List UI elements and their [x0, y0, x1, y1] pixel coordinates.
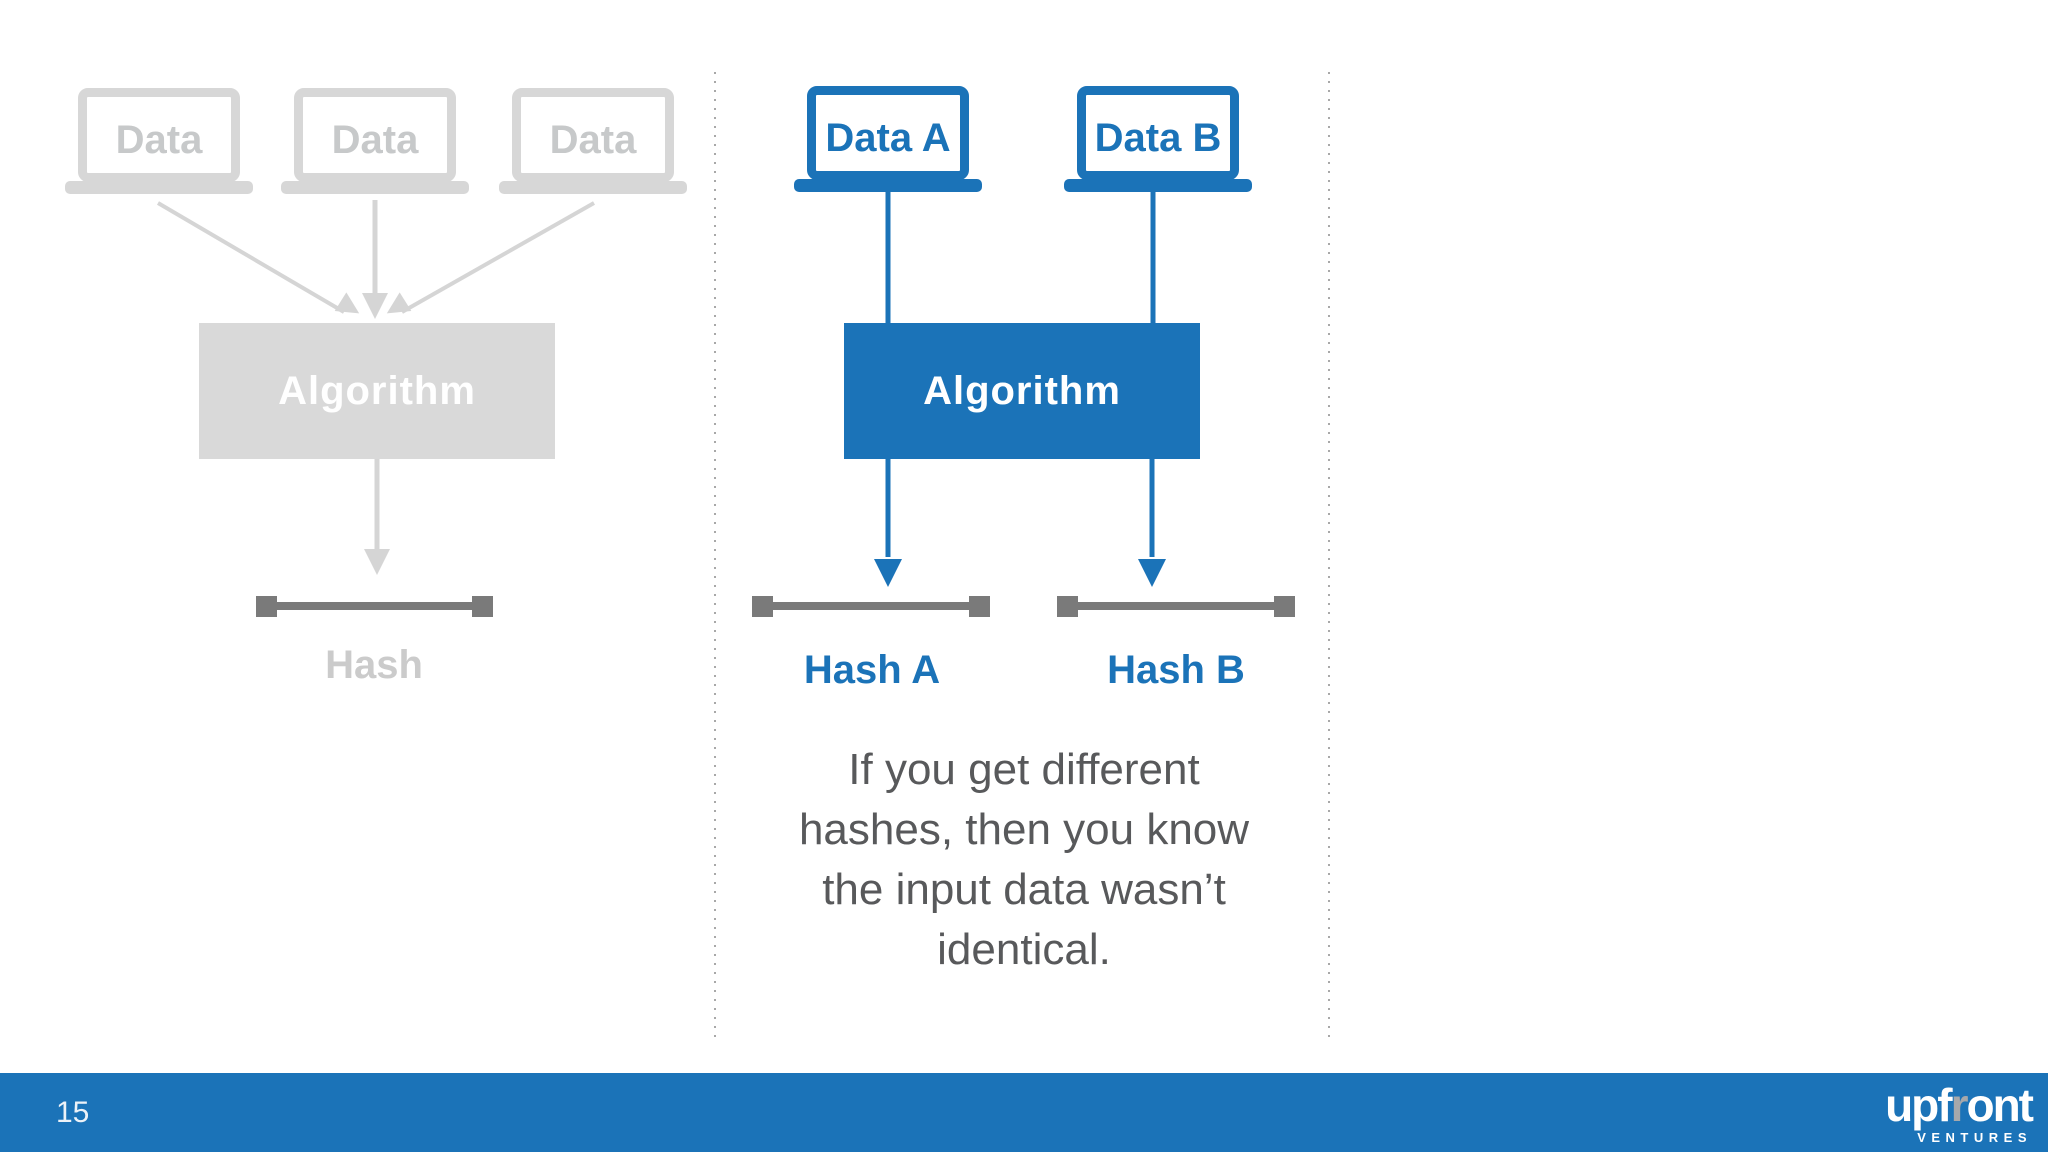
dotted-divider-right: [1328, 72, 1330, 1038]
laptop-base: [65, 181, 253, 194]
caption-line: identical.: [937, 925, 1111, 974]
algorithm-box-label: Algorithm: [923, 368, 1121, 413]
caption-text: If you get different hashes, then you kn…: [724, 740, 1324, 980]
footer-bar: 15 upfront VENTURES: [0, 1073, 2048, 1152]
left-arrowhead-1: [334, 292, 360, 314]
hash-a-label: Hash A: [803, 648, 941, 692]
hash-line-end-square: [1274, 596, 1295, 617]
laptop-base: [499, 181, 687, 194]
laptop-screen: Data: [78, 88, 240, 182]
laptop-data-3-label: Data: [549, 117, 637, 162]
hash-line-bar: [1067, 602, 1284, 610]
left-arrow-line-3: [401, 201, 595, 314]
upfront-logo: upfront VENTURES: [1885, 1079, 2034, 1145]
laptop-screen: Data B: [1077, 86, 1239, 180]
laptop-base: [1064, 179, 1252, 192]
caption-line: the input data wasn’t: [822, 865, 1226, 914]
algorithm-box-faded-label: Algorithm: [278, 368, 476, 413]
laptop-data-b-label: Data B: [1094, 115, 1222, 160]
laptop-base: [794, 179, 982, 192]
laptop-base: [281, 181, 469, 194]
hash-line-end-square: [969, 596, 990, 617]
caption-line: hashes, then you know: [798, 805, 1250, 854]
logo-text-post: ont: [1966, 1079, 2034, 1131]
hash-a-output-arrowhead: [874, 559, 902, 587]
hash-b-label: Hash B: [1107, 648, 1245, 692]
hash-line-bar: [762, 602, 979, 610]
logo-accent-letter: r: [1950, 1079, 1969, 1131]
left-arrowhead-3: [386, 292, 412, 314]
hash-line-bar: [266, 602, 482, 610]
laptop-screen: Data A: [807, 86, 969, 180]
laptop-data-1-label: Data: [115, 117, 203, 162]
laptop-screen: Data: [294, 88, 456, 182]
laptop-data-2-label: Data: [331, 117, 419, 162]
hash-label-faded: Hash: [325, 643, 423, 687]
laptop-screen: Data: [512, 88, 674, 182]
left-arrow-line-1: [156, 201, 346, 314]
page-number: 15: [56, 1095, 90, 1129]
algorithm-box: Algorithm: [844, 323, 1200, 459]
hash-b-output-arrowhead: [1138, 559, 1166, 587]
laptop-data-a-label: Data A: [825, 115, 951, 160]
algorithm-box-faded: Algorithm: [199, 323, 555, 459]
logo-subtext: VENTURES: [1917, 1130, 2032, 1145]
caption-line: If you get different: [848, 745, 1200, 794]
logo-text-pre: upf: [1885, 1079, 1953, 1131]
hash-line-end-square: [472, 596, 493, 617]
left-output-arrowhead: [364, 549, 390, 575]
dotted-divider-left: [714, 72, 716, 1038]
left-arrowhead-2: [362, 293, 388, 319]
logo-wordmark: upfront: [1885, 1079, 2034, 1131]
